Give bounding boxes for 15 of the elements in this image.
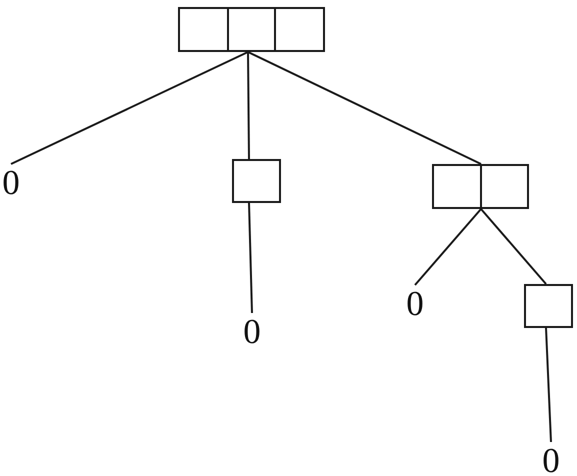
- leaf-label: 0: [406, 285, 424, 318]
- multi-cell-box: [178, 7, 325, 52]
- leaf-label: 0: [2, 164, 20, 197]
- leaf-label: 0: [542, 442, 560, 475]
- tree-edge: [480, 208, 547, 285]
- tree-edge: [247, 52, 250, 160]
- tree-edge: [414, 208, 482, 286]
- tree-edge: [10, 51, 248, 165]
- multi-cell-box: [432, 164, 529, 209]
- tree-edge: [248, 202, 253, 314]
- tree-edge: [545, 328, 552, 442]
- tree-edge: [248, 51, 482, 165]
- empty-box: [524, 284, 573, 328]
- leaf-label: 0: [243, 313, 261, 346]
- empty-box: [232, 159, 281, 203]
